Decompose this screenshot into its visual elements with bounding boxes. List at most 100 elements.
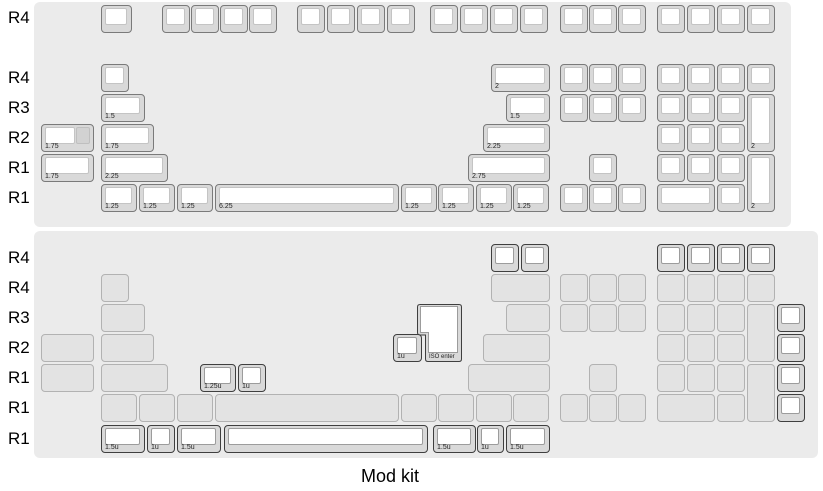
f-key[interactable] — [460, 5, 488, 33]
lshift-2.25u-key[interactable]: 2.25 — [101, 154, 168, 182]
right-1u-key[interactable] — [777, 394, 805, 422]
numpad-key[interactable] — [687, 64, 715, 92]
f-key[interactable] — [297, 5, 325, 33]
up-arrow-key[interactable] — [589, 154, 617, 182]
rshift-2.75u-key[interactable]: 2.75 — [468, 154, 550, 182]
numpad-key[interactable] — [687, 124, 715, 152]
ghost-key[interactable] — [589, 394, 617, 422]
extra-top-key[interactable] — [717, 5, 745, 33]
ghost-key[interactable] — [491, 274, 550, 302]
mod-1.25u-key[interactable]: 1.25 — [177, 184, 213, 212]
numpad-key[interactable] — [687, 154, 715, 182]
f-key[interactable] — [162, 5, 190, 33]
right-1u-key[interactable] — [777, 304, 805, 332]
ghost-key[interactable] — [747, 304, 775, 362]
pagedown-key[interactable] — [618, 94, 646, 122]
numpad-key[interactable] — [657, 124, 685, 152]
numpad-top-key[interactable] — [717, 244, 745, 272]
ghost-key[interactable] — [560, 394, 588, 422]
tab-1.5u-key[interactable]: 1.5 — [101, 94, 145, 122]
ghost-key[interactable] — [747, 364, 775, 422]
extra-top-key[interactable] — [657, 5, 685, 33]
ghost-key[interactable] — [657, 394, 715, 422]
r4-1u-key[interactable] — [521, 244, 549, 272]
ghost-key[interactable] — [717, 394, 745, 422]
mod-1.25u-key[interactable]: 1.25 — [101, 184, 137, 212]
ghost-key[interactable] — [687, 334, 715, 362]
ghost-key[interactable] — [468, 364, 550, 392]
extra-top-key[interactable] — [747, 5, 775, 33]
mod-1.25u-key[interactable]: 1.25u — [200, 364, 236, 392]
system-key[interactable] — [589, 5, 617, 33]
ghost-key[interactable] — [476, 394, 512, 422]
ghost-key[interactable] — [589, 364, 617, 392]
bottom-1u-key[interactable]: 1u — [477, 425, 504, 453]
f-key[interactable] — [387, 5, 415, 33]
down-arrow-key[interactable] — [589, 184, 617, 212]
delete-key[interactable] — [560, 94, 588, 122]
f-key[interactable] — [249, 5, 277, 33]
ghost-key[interactable] — [618, 274, 646, 302]
mod-1u-key[interactable]: 1u — [238, 364, 266, 392]
numpad-key[interactable] — [717, 94, 745, 122]
esc-key[interactable] — [101, 5, 132, 33]
f-key[interactable] — [520, 5, 548, 33]
mod-1.25u-key[interactable]: 1.25 — [513, 184, 549, 212]
ghost-key[interactable] — [560, 304, 588, 332]
spacebar-6.25u-key[interactable]: 6.25 — [215, 184, 399, 212]
ghost-key[interactable] — [657, 364, 685, 392]
right-1u-key[interactable] — [777, 334, 805, 362]
bottom-1.5u-key[interactable]: 1.5u — [177, 425, 221, 453]
numpad-top-key[interactable] — [747, 244, 775, 272]
numpad-zero-2u-key[interactable] — [657, 184, 715, 212]
system-key[interactable] — [560, 5, 588, 33]
f-key[interactable] — [430, 5, 458, 33]
ghost-key[interactable] — [687, 274, 715, 302]
capslock-1.75u-key[interactable]: 1.75 — [101, 124, 154, 152]
right-1u-key[interactable] — [777, 364, 805, 392]
r4-1u-key[interactable] — [101, 64, 129, 92]
numpad-key[interactable] — [717, 64, 745, 92]
ghost-key[interactable] — [657, 304, 685, 332]
numpad-key[interactable] — [717, 154, 745, 182]
system-key[interactable] — [618, 5, 646, 33]
numpad-key[interactable] — [747, 64, 775, 92]
ghost-key[interactable] — [101, 274, 129, 302]
left-arrow-key[interactable] — [560, 184, 588, 212]
right-arrow-key[interactable] — [618, 184, 646, 212]
numpad-top-key[interactable] — [687, 244, 715, 272]
ghost-key[interactable] — [438, 394, 474, 422]
ghost-key[interactable] — [560, 274, 588, 302]
r4-1u-key[interactable] — [491, 244, 519, 272]
numpad-dot-key[interactable] — [717, 184, 745, 212]
ghost-key[interactable] — [717, 334, 745, 362]
ghost-key[interactable] — [101, 304, 145, 332]
ghost-key[interactable] — [589, 304, 617, 332]
ghost-key[interactable] — [717, 274, 745, 302]
numpad-key[interactable] — [717, 124, 745, 152]
bottom-1.5u-key[interactable]: 1.5u — [433, 425, 476, 453]
insert-key[interactable] — [560, 64, 588, 92]
spacebar-7u-key[interactable] — [224, 425, 428, 453]
f-key[interactable] — [191, 5, 219, 33]
ghost-key[interactable] — [101, 334, 154, 362]
ghost-key[interactable] — [41, 334, 94, 362]
numpad-enter-2u-key[interactable]: 2 — [747, 154, 775, 212]
mod-1.25u-key[interactable]: 1.25 — [401, 184, 437, 212]
ghost-key[interactable] — [215, 394, 399, 422]
extra-top-key[interactable] — [687, 5, 715, 33]
backslash-1.5u-key[interactable]: 1.5 — [506, 94, 550, 122]
ghost-key[interactable] — [687, 364, 715, 392]
ghost-key[interactable] — [506, 304, 550, 332]
iso-1u-key[interactable]: 1u — [393, 334, 422, 362]
home-key[interactable] — [589, 64, 617, 92]
f-key[interactable] — [327, 5, 355, 33]
ghost-key[interactable] — [139, 394, 175, 422]
f-key[interactable] — [357, 5, 385, 33]
mod-1.25u-key[interactable]: 1.25 — [438, 184, 474, 212]
numpad-key[interactable] — [657, 94, 685, 122]
ghost-key[interactable] — [618, 394, 646, 422]
bottom-1u-key[interactable]: 1u — [147, 425, 175, 453]
ghost-key[interactable] — [101, 364, 168, 392]
ghost-key[interactable] — [513, 394, 549, 422]
